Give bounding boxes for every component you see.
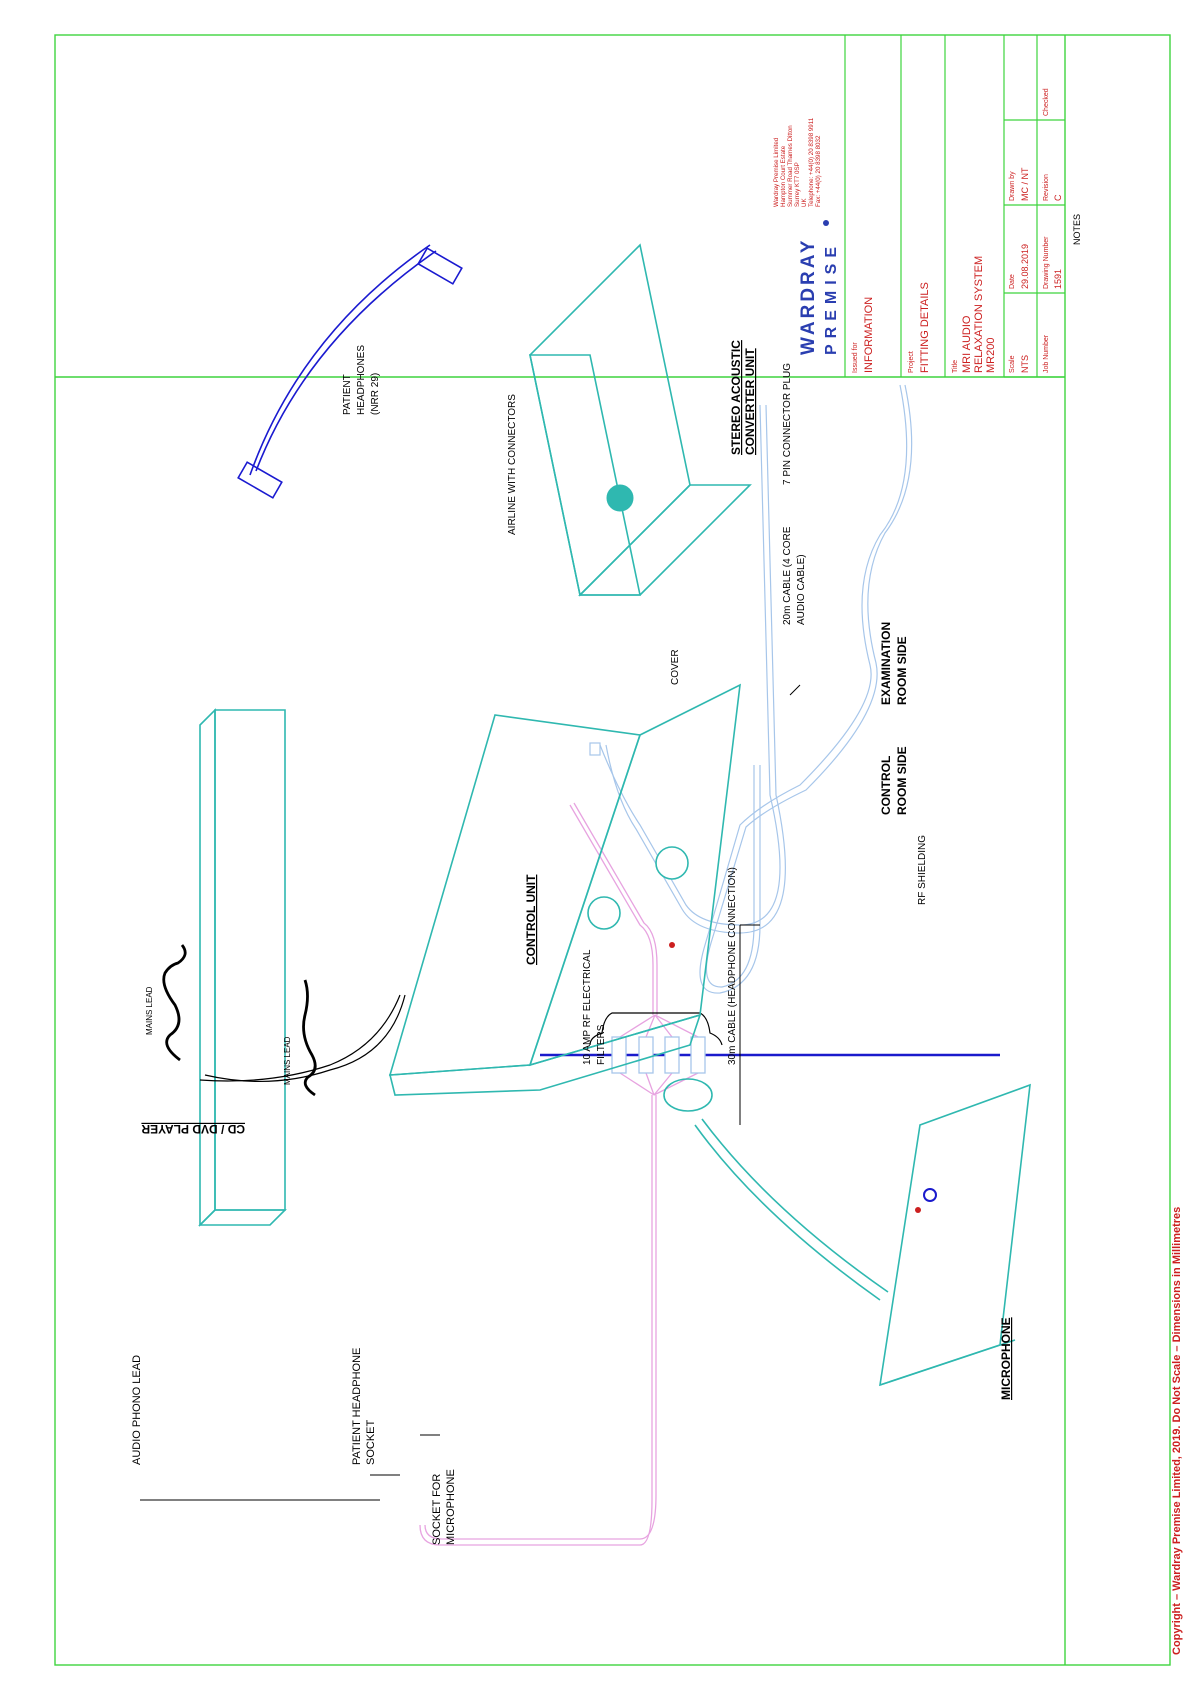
logo-dot-icon [823,220,829,226]
audio-phono-lead-label: AUDIO PHONO LEAD [131,1355,143,1465]
cd-dvd-player [198,708,287,1227]
leader-lines [140,684,801,1501]
address-line: Telephone: +44(0) 20 8398 9911 [808,117,815,207]
rf-filter [611,1036,627,1074]
cable-20m-label-line-1: 20m CABLE (4 CORE [782,526,793,625]
mains-lead-control [302,979,317,1097]
microphone-label: MICROPHONE [999,1317,1013,1400]
rf-filter [690,1036,706,1074]
mic-led-icon [915,1207,921,1213]
address-line: Hampton Court Estate [780,145,787,207]
revision-value: C [1053,194,1063,201]
drawn-by-value: MC / NT [1020,167,1030,201]
drawing-number-value: 1591 [1053,269,1063,289]
microphone-base [879,1083,1031,1387]
revision-label: Revision [1043,174,1050,201]
airline-connector [589,742,601,756]
converter-label-line-1: STEREO ACOUSTIC [729,340,743,455]
control-room-label-line-2: ROOM SIDE [895,746,909,815]
rf-filter [638,1036,654,1074]
mic-gooseneck [694,1118,889,1301]
address-line: Surrey KT7 0SP [794,162,801,207]
headphones-label-line-2: HEADPHONES [356,345,367,415]
audio-phono-lead [199,994,406,1083]
mic-button-icon [923,1188,937,1202]
mic-socket-label-line-2: MICROPHONE [445,1469,457,1545]
company-address: Wardray Premise Limited Hampton Court Es… [773,117,822,207]
scale-label: Scale [1009,355,1016,373]
cable-30m [419,1095,653,1546]
rf-filters-label-line-2: FILTERS [596,1024,607,1065]
drawing-frame [54,34,1171,1666]
filter-fan-right [619,1014,699,1038]
mains-lead-label-1: MAINS LEAD [145,986,154,1035]
headphones-label-line-1: PATIENT [342,374,353,415]
patient-headphones [237,244,463,499]
mains-lead-label-2: MAINS LEAD [283,1036,292,1085]
cable-20m-label-line-2: AUDIO CABLE) [796,554,807,625]
exam-room-label-line-2: ROOM SIDE [895,636,909,705]
headphones-label-line-3: (NRR 29) [370,373,381,415]
volume-knob-icon [655,846,689,880]
converter-label-line-2: CONVERTER UNIT [743,348,757,455]
mains-lead-cd [162,944,187,1062]
address-line: Wardray Premise Limited [773,137,780,207]
ear-cup-right [417,247,463,285]
date-label: Date [1009,274,1016,289]
ear-cup-left [237,461,283,499]
cable-20m [569,804,654,1015]
rf-filters-label-line-1: 10 AMP RF ELECTRICAL [582,949,593,1065]
rf-filters [611,1036,706,1074]
rf-shielding-label: RF SHIELDING [917,835,928,905]
drawing-number-label: Drawing Number [1043,236,1050,289]
logo-wordmark-top: WARDRAY [798,238,819,355]
mic-socket-label-line-1: SOCKET FOR [431,1474,443,1545]
converter-socket-icon [606,484,634,512]
drawn-by-label: Drawn by [1009,171,1016,201]
volume-knob-icon [587,896,621,930]
logo-wordmark-bottom: PREMISE [823,241,840,355]
cd-player-label: CD / DVD PLAYER [141,1122,245,1136]
control-unit [388,683,741,1096]
address-line: UK [801,198,808,207]
issued-for-label: Issued for [852,342,859,373]
control-room-label-line-1: CONTROL [879,756,893,815]
issued-for-value: INFORMATION [863,297,875,373]
audio-cables [419,802,699,1546]
airline-label: AIRLINE WITH CONNECTORS [507,394,518,535]
title-line-2: RELAXATION SYSTEM [973,256,985,373]
filter-cover [589,1012,723,1046]
mic-head [663,1078,713,1112]
title-line-1: MRI AUDIO [961,315,973,373]
title-label: Title [952,360,959,373]
address-line: Fax: +44(0) 20 8398 8032 [815,135,822,207]
title-line-3: MR200 [985,338,997,373]
date-value: 29.08.2019 [1020,244,1030,289]
job-number-label: Job Number [1043,334,1050,373]
notes-label: NOTES [1072,214,1082,245]
power-led-icon [669,942,675,948]
copyright-notice: Copyright – Wardray Premise Limited, 201… [1171,1207,1183,1655]
scale-value: NTS [1020,355,1030,373]
rf-filter [664,1036,680,1074]
cover-label: COVER [670,649,681,685]
stereo-acoustic-converter [529,243,752,597]
project-value: FITTING DETAILS [919,282,931,373]
exam-room-label-line-1: EXAMINATION [879,622,893,705]
airline-tube [589,384,913,994]
checked-label: Checked [1043,88,1050,116]
project-label: Project [908,351,915,373]
filter-fan-left [619,1072,699,1096]
cable-30m-label: 30m CABLE (HEADPHONE CONNECTION) [727,867,738,1065]
title-block: WARDRAY PREMISE Wardray Premise Limited … [773,35,1065,378]
headphone-socket-label-line-1: PATIENT HEADPHONE [351,1348,363,1465]
pin-connector-label: 7 PIN CONNECTOR PLUG [782,363,793,485]
headphone-socket-label-line-2: SOCKET [365,1419,377,1465]
company-logo: WARDRAY PREMISE [798,220,840,355]
control-unit-label: CONTROL UNIT [524,874,538,965]
address-line: Summer Road Thames Ditton [787,125,794,207]
control-knobs [587,846,689,930]
